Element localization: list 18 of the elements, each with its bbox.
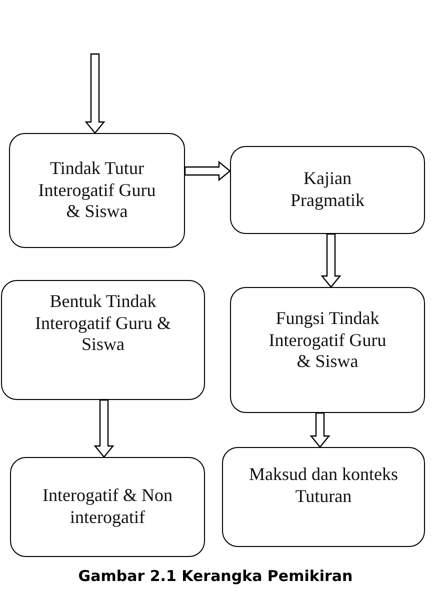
block-arrow <box>310 412 330 448</box>
box-label: Maksud dan konteks Tuturan <box>248 464 398 508</box>
box-label: Interogatif & Non interogatif <box>42 485 174 529</box>
rounded-process-box <box>10 457 205 557</box>
block-arrow <box>184 160 231 182</box>
box-label: Kajian Pragmatik <box>290 168 366 212</box>
rounded-process-box <box>230 146 425 234</box>
rounded-process-box <box>222 447 425 547</box>
block-arrow <box>320 233 342 288</box>
rounded-process-box <box>230 287 425 413</box>
figure-caption: Gambar 2.1 Kerangka Pemikiran <box>77 567 354 585</box>
box-label: Fungsi Tindak Interogatif Guru & Siswa <box>268 308 388 373</box>
rounded-process-box <box>9 133 185 248</box>
rounded-process-box <box>1 280 205 400</box>
box-label: Bentuk Tindak Interogatif Guru & Siswa <box>34 291 172 356</box>
block-arrow <box>84 53 106 134</box>
box-label: Tindak Tutur Interogatif Guru & Siswa <box>37 158 157 223</box>
block-arrow <box>94 399 114 458</box>
